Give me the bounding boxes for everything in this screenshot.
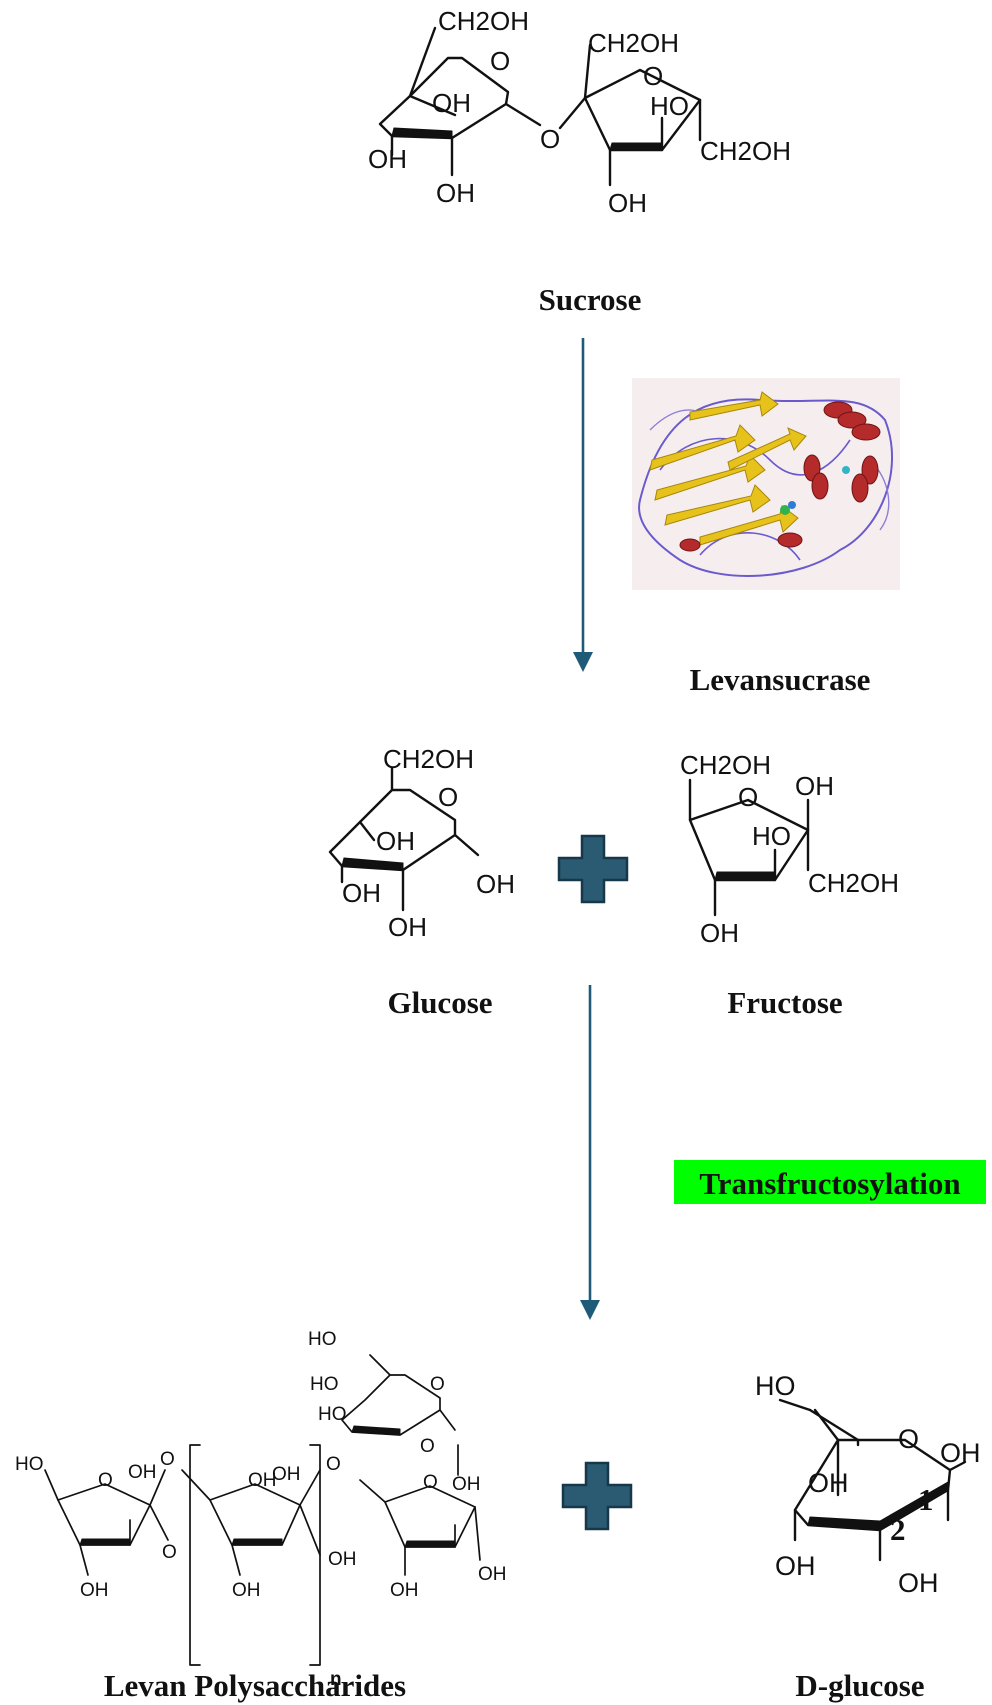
fructose-atom-ch2oh-1: CH2OH (680, 750, 771, 780)
levan-atom-oh-6: OH (390, 1580, 419, 1601)
fructose-atom-oh-1: OH (795, 771, 834, 801)
levan-atom-ho-2: HO (308, 1329, 337, 1350)
levan-atom-o-1: O (98, 1470, 113, 1491)
levan-atom-o-5: O (420, 1436, 435, 1457)
glucose-structure: CH2OH O OH OH OH OH (328, 744, 515, 942)
levan-atom-oh-1: OH (128, 1462, 157, 1483)
sucrose-atom-ch2oh-1: CH2OH (438, 6, 529, 36)
fructose-atom-o-ring: O (738, 782, 758, 812)
sucrose-atom-oh-4: OH (608, 188, 647, 218)
levansucrase-protein-image (632, 378, 900, 590)
sucrose-atom-o-ring: O (490, 46, 510, 76)
d-glucose-atom-oh-1: OH (940, 1438, 981, 1468)
arrow-down-icon (573, 338, 593, 672)
levan-atom-o-2: O (162, 1542, 177, 1563)
glucose-atom-oh-2: OH (476, 869, 515, 899)
d-glucose-atom-o-ring: O (898, 1424, 919, 1454)
arrow-down-icon (580, 985, 600, 1320)
fructose-structure: CH2OH O OH HO CH2OH OH (680, 750, 899, 948)
d-glucose-structure: HO O OH OH OH OH 1 2 (755, 1371, 981, 1598)
d-glucose-atom-oh-4: OH (898, 1568, 939, 1598)
plus-icon (561, 1461, 633, 1531)
levan-atom-oh-2: OH (80, 1580, 109, 1601)
levan-structure: HO O OH O OH O n OH OH OH O OH HO O HO H… (15, 1329, 507, 1690)
levan-atom-ho-4: HO (318, 1404, 347, 1425)
levan-atom-oh-3: OH (272, 1464, 301, 1485)
plus-icon (557, 834, 629, 904)
d-glucose-atom-ho: HO (755, 1371, 796, 1401)
d-glucose-atom-oh-2: OH (808, 1468, 849, 1498)
levan-atom-o-7: O (423, 1472, 438, 1493)
glucose-atom-o-ring: O (438, 782, 458, 812)
levan-atom-ho: HO (15, 1454, 44, 1475)
d-glucose-label: D-glucose (795, 1668, 924, 1703)
levan-atom-o-3: OH (248, 1470, 277, 1491)
glucose-atom-oh-4: OH (388, 912, 427, 942)
fructose-atom-ch2oh-2: CH2OH (808, 868, 899, 898)
levan-repeat-n: n (330, 1669, 342, 1690)
sucrose-atom-oh-3: OH (436, 178, 475, 208)
levan-atom-oh-5: OH (328, 1549, 357, 1570)
d-glucose-carbon-1: 1 (918, 1482, 934, 1517)
glucose-label: Glucose (387, 985, 492, 1020)
d-glucose-carbon-2: 2 (890, 1512, 906, 1547)
fructose-atom-ho: HO (752, 821, 791, 851)
sucrose-structure: CH2OH O OH OH OH O CH2OH O HO CH2OH OH (368, 6, 791, 218)
glucose-atom-ch2oh: CH2OH (383, 744, 474, 774)
glucose-atom-oh-3: OH (342, 878, 381, 908)
enzyme-label: Levansucrase (690, 662, 871, 697)
levan-atom-o-6: OH (452, 1474, 481, 1495)
fructose-label: Fructose (727, 985, 842, 1020)
sucrose-label: Sucrose (539, 282, 642, 317)
levan-atom-o-link-2: O (326, 1454, 341, 1475)
sucrose-atom-oh-2: OH (368, 144, 407, 174)
glucose-atom-oh-1: OH (376, 826, 415, 856)
d-glucose-atom-oh-3: OH (775, 1551, 816, 1581)
fructose-atom-oh-2: OH (700, 918, 739, 948)
sucrose-atom-ho: HO (650, 91, 689, 121)
levan-atom-oh-4: OH (232, 1580, 261, 1601)
levan-atom-oh-7: OH (478, 1564, 507, 1585)
process-highlight (674, 1160, 986, 1204)
levan-label: Levan Polysaccharides (104, 1668, 406, 1703)
levan-atom-o-4: O (430, 1374, 445, 1395)
levan-atom-o-link-1: O (160, 1449, 175, 1470)
sucrose-atom-ch2oh-2: CH2OH (588, 28, 679, 58)
sucrose-atom-o-glycosidic: O (540, 124, 560, 154)
process-label: Transfructosylation (699, 1166, 960, 1201)
levan-atom-ho-3: HO (310, 1374, 339, 1395)
sucrose-atom-ch2oh-3: CH2OH (700, 136, 791, 166)
sucrose-atom-o-furanose: O (643, 61, 663, 91)
sucrose-atom-oh-1: OH (432, 88, 471, 118)
